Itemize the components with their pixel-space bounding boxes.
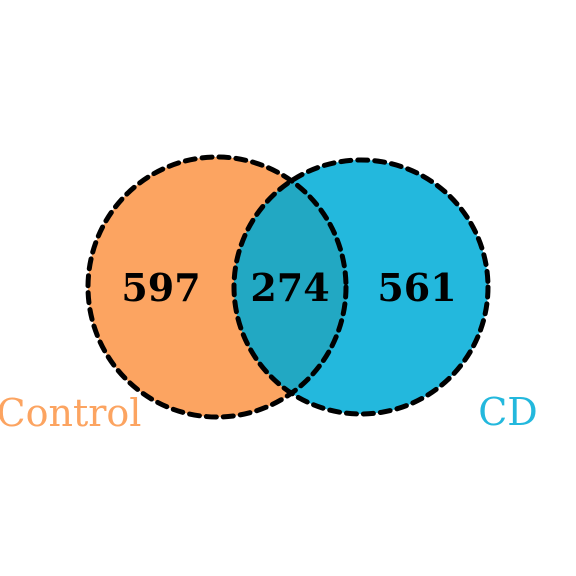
control-set-label: Control: [0, 391, 141, 435]
cd-only-count: 561: [377, 265, 456, 310]
cd-set-label: CD: [478, 390, 538, 434]
intersection-count: 274: [250, 265, 329, 310]
intersection-region: [234, 160, 346, 414]
control-set-outline: [85, 154, 349, 420]
control-only-count: 597: [121, 265, 200, 310]
cd-set-outline: [231, 157, 491, 417]
